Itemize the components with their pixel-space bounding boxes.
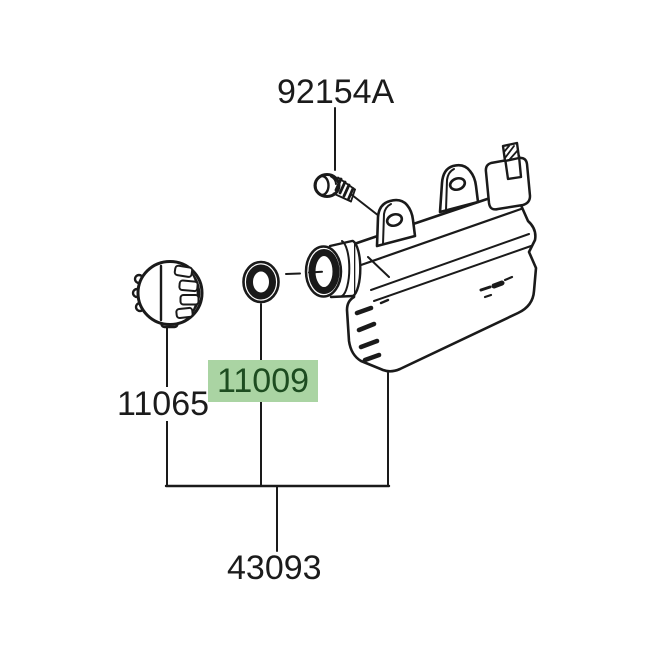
breather-nozzle <box>484 141 532 211</box>
part-label-canister[interactable]: 43093 <box>227 549 322 587</box>
cap-drawing <box>131 260 204 329</box>
o-ring-drawing <box>242 260 280 304</box>
inlet-neck <box>304 239 362 299</box>
mounting-brackets <box>375 163 480 248</box>
screw-drawing <box>313 173 356 203</box>
emboss-marks <box>479 275 514 299</box>
part-label-screw[interactable]: 92154A <box>277 73 395 111</box>
part-label-oring-highlighted[interactable]: 11009 <box>208 360 318 402</box>
vent-marks <box>354 298 390 363</box>
canister-drawing <box>304 141 538 373</box>
part-label-cap[interactable]: 11065 <box>114 387 213 421</box>
